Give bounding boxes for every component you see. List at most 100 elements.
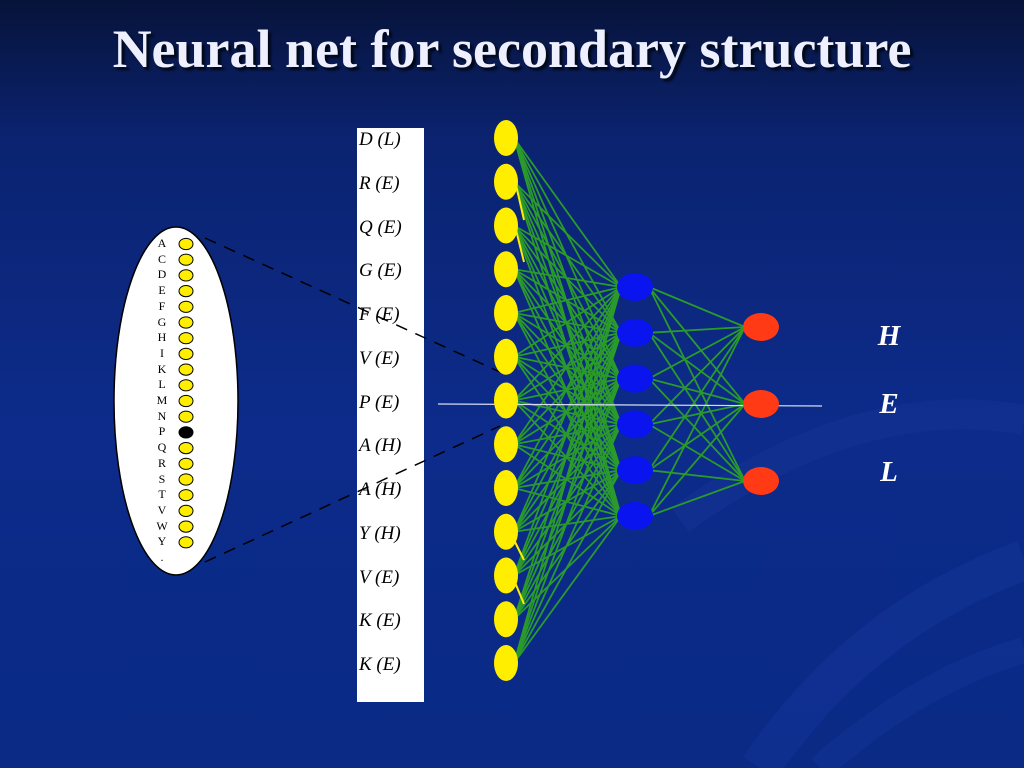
- amino-acid-unit: [178, 457, 194, 470]
- input-hidden-connection: [513, 268, 622, 380]
- input-hidden-connection: [513, 286, 622, 445]
- input-hidden-connection: [513, 224, 622, 334]
- input-hidden-connection: [513, 332, 622, 664]
- input-hidden-connection: [513, 312, 622, 426]
- amino-acid-letter: K: [157, 361, 167, 376]
- hidden-output-connection: [648, 377, 746, 482]
- amino-acid-letter: G: [157, 314, 167, 329]
- amino-acid-unit: [178, 504, 194, 517]
- active-amino-acid-unit: [178, 426, 194, 439]
- input-hidden-connection: [513, 356, 622, 471]
- input-hidden-connection: [513, 286, 622, 576]
- input-hidden-connection: [513, 286, 622, 358]
- input-node: [494, 295, 518, 331]
- sequence-residue-label: Q (E): [359, 216, 402, 238]
- input-hidden-connection: [513, 424, 622, 664]
- input-node: [494, 426, 518, 463]
- input-hidden-connection: [513, 224, 622, 288]
- hidden-output-connection: [648, 377, 746, 405]
- amino-acid-unit: [178, 379, 194, 392]
- output-class-label: H: [877, 320, 901, 352]
- input-node: [494, 557, 518, 594]
- input-node: [494, 513, 518, 550]
- amino-acid-unit: [178, 536, 194, 549]
- input-node: [494, 470, 518, 506]
- amino-acid-unit: [178, 520, 194, 533]
- input-hidden-connection: [513, 378, 622, 664]
- output-node: [743, 467, 779, 495]
- hidden-output-connection: [648, 403, 746, 471]
- hidden-output-connection: [648, 326, 746, 517]
- sequence-residue-label: K (E): [359, 610, 401, 632]
- input-hidden-connection: [513, 286, 622, 402]
- input-hidden-connection: [513, 286, 622, 489]
- hidden-node: [617, 456, 653, 485]
- hidden-output-connection: [648, 326, 746, 426]
- amino-acid-unit: [178, 489, 194, 502]
- input-node: [494, 601, 518, 638]
- amino-acid-letter: I: [160, 345, 164, 360]
- input-node: [494, 382, 518, 419]
- connection-accent: [513, 539, 525, 561]
- sequence-residue-label: V (E): [359, 347, 400, 369]
- input-hidden-connection: [513, 137, 622, 288]
- amino-acid-letter: L: [158, 377, 166, 392]
- input-hidden-connection: [513, 286, 622, 533]
- amino-acid-letter: M: [156, 393, 168, 407]
- amino-acid-unit: [178, 285, 194, 298]
- sequence-residue-label: Y (H): [359, 522, 401, 544]
- output-node: [743, 313, 779, 341]
- amino-acid-unit: [178, 332, 194, 345]
- amino-acid-letter: V: [157, 502, 167, 517]
- hidden-output-connection: [648, 403, 746, 426]
- amino-acid-letter: H: [157, 330, 167, 345]
- zoom-dashed-line: [204, 425, 501, 563]
- hidden-output-connection: [648, 326, 746, 380]
- sequence-residue-label: K (E): [359, 654, 401, 675]
- amino-acid-unit: [178, 237, 194, 251]
- hidden-node: [617, 502, 653, 530]
- sequence-residue-label: P (E): [359, 391, 400, 413]
- input-hidden-connection: [513, 286, 622, 314]
- hidden-node: [617, 318, 653, 347]
- amino-acid-letter: D: [157, 267, 167, 282]
- amino-acid-unit: [178, 300, 194, 313]
- amino-acid-letter: C: [157, 251, 166, 266]
- hidden-output-connection: [648, 332, 746, 405]
- output-class-label: E: [879, 388, 899, 420]
- zoom-dashed-line: [204, 237, 501, 373]
- amino-acid-unit: [178, 253, 194, 266]
- amino-acid-unit: [178, 394, 194, 408]
- input-hidden-connection: [513, 399, 622, 517]
- input-node: [494, 163, 518, 200]
- hidden-node: [617, 410, 653, 439]
- hidden-output-connection: [648, 332, 746, 482]
- hidden-output-connection: [648, 469, 746, 482]
- amino-acid-letter: .: [160, 550, 164, 564]
- amino-acid-letter: W: [156, 518, 168, 533]
- amino-acid-unit: [178, 363, 194, 376]
- amino-acid-letter: A: [157, 236, 167, 250]
- output-class-label: L: [880, 456, 898, 488]
- sequence-window-panel: [357, 128, 424, 702]
- hidden-output-connection: [648, 423, 746, 482]
- hidden-output-connection: [648, 480, 746, 517]
- amino-acid-letter: S: [158, 471, 166, 486]
- amino-acid-unit: [178, 410, 194, 423]
- amino-acid-letter: F: [158, 298, 166, 313]
- amino-acid-unit: [178, 269, 194, 282]
- amino-acid-unit: [178, 316, 194, 329]
- sequence-residue-label: A (H): [359, 435, 402, 457]
- amino-acid-letter: E: [158, 283, 166, 298]
- input-hidden-connection: [513, 515, 622, 664]
- sequence-residue-label: D (L): [359, 129, 401, 150]
- input-node: [494, 251, 518, 288]
- hidden-output-connection: [648, 286, 746, 328]
- amino-acid-letter: N: [157, 408, 167, 423]
- amino-acid-letter: Y: [157, 534, 167, 549]
- hidden-output-connection: [648, 286, 746, 482]
- amino-acid-letter: T: [158, 487, 166, 502]
- amino-acid-letter: R: [157, 455, 166, 470]
